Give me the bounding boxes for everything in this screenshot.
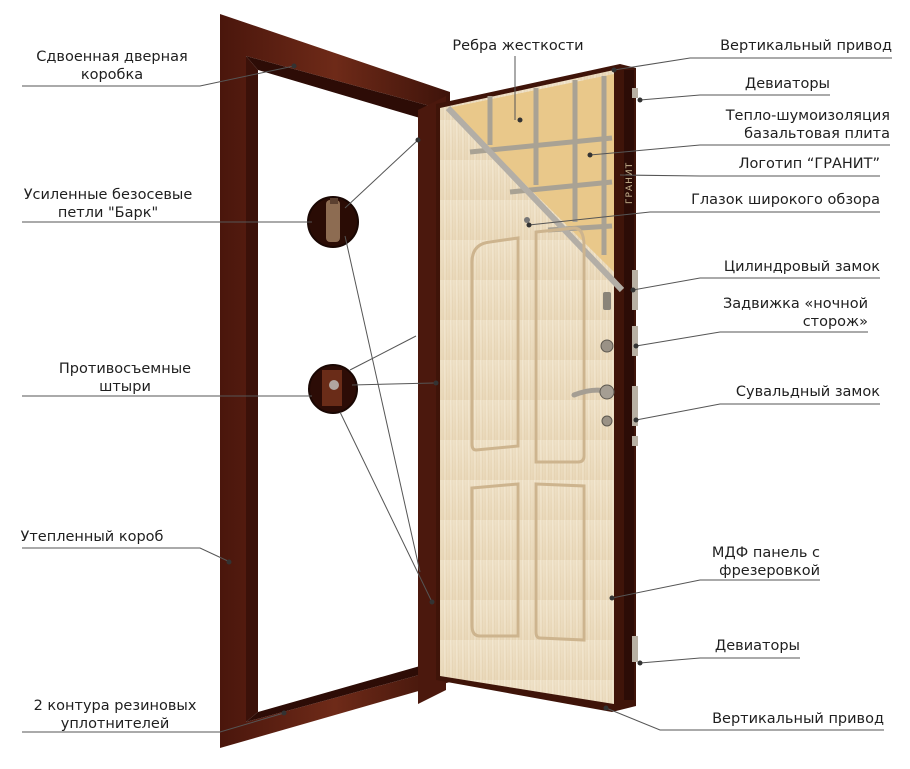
milled-panels (470, 226, 586, 642)
label-vertical-drive-bottom: Вертикальный привод (712, 711, 884, 727)
stiffening-ribs (469, 76, 613, 255)
label-night-latch: Задвижка «ночной сторож» (722, 296, 868, 330)
label-deviators-top: Девиаторы (744, 76, 830, 92)
label-insulated-box: Утепленный короб (20, 529, 164, 545)
label-cylinder-lock: Цилиндровый замок (723, 259, 880, 275)
leader-lines (22, 56, 892, 733)
label-logo: Логотип “ГРАНИТ” (738, 156, 880, 172)
label-vertical-drive-top: Вертикальный привод (720, 38, 892, 54)
label-mdf-panel: МДФ панель с фрезеровкой (711, 545, 820, 579)
label-stiffening-ribs: Ребра жесткости (452, 38, 584, 54)
cylinder-lock-plate (603, 292, 611, 310)
label-peephole: Глазок широкого обзора (691, 192, 880, 208)
hinge-detail (307, 196, 359, 248)
logo-text: ГРАНИТ (625, 162, 635, 204)
peephole (524, 217, 530, 223)
label-anti-removal-pins: Противосъемные штыри (58, 361, 192, 395)
cutaway-edge (445, 105, 625, 293)
label-hinges: Усиленные безосевые петли "Барк" (23, 187, 193, 221)
handle-rose (599, 384, 615, 400)
pin-detail (308, 364, 358, 414)
frame-inner-left (246, 56, 258, 722)
label-deviators-bottom: Девиаторы (714, 638, 800, 654)
frame-inner-top (246, 56, 430, 118)
night-latch-knob (600, 339, 614, 353)
label-double-frame: Сдвоенная дверная коробка (36, 49, 188, 83)
lever-lock-escutcheon (601, 415, 613, 427)
door-leaf: ГРАНИТ (436, 64, 638, 712)
frame-inner-bottom (246, 666, 430, 722)
lock-edge (624, 70, 634, 700)
label-seal-contours: 2 контура резиновых уплотнителей (33, 698, 197, 732)
label-lever-lock: Сувальдный замок (735, 384, 880, 400)
leader-dots (226, 63, 643, 716)
label-insulation: Тепло-шумоизоляция базальтовая плита (725, 108, 890, 142)
